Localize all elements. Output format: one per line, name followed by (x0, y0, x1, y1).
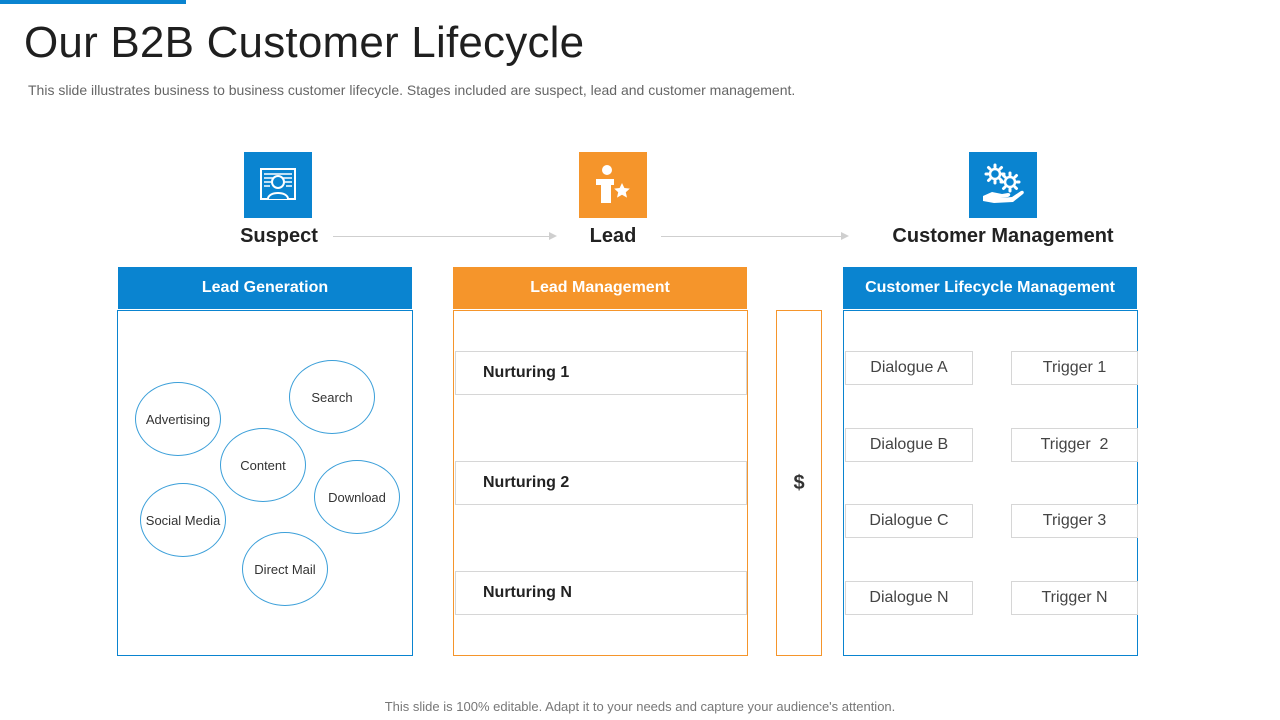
stage-label-customer-management: Customer Management (892, 225, 1114, 247)
revenue-column: $ (776, 310, 822, 656)
trigger-cell: Trigger N (1011, 581, 1138, 615)
nurturing-item: Nurturing N (455, 571, 747, 615)
person-profile-icon (244, 152, 312, 218)
bubble-content: Content (220, 428, 306, 502)
footer-note: This slide is 100% editable. Adapt it to… (384, 699, 896, 714)
nurturing-item: Nurturing 1 (455, 351, 747, 395)
trigger-cell: Trigger 1 (1011, 351, 1138, 385)
lead-management-header: Lead Management (453, 267, 747, 309)
arrow-lead-to-customer (661, 232, 849, 240)
dialogue-cell: Dialogue A (845, 351, 973, 385)
hand-gears-icon (969, 152, 1037, 218)
trigger-cell: Trigger 2 (1011, 428, 1138, 462)
stage-label-suspect: Suspect (240, 225, 318, 247)
person-star-icon (579, 152, 647, 218)
stage-label-lead: Lead (589, 225, 637, 247)
lead-generation-header: Lead Generation (118, 267, 412, 309)
nurturing-item: Nurturing 2 (455, 461, 747, 505)
customer-lifecycle-header: Customer Lifecycle Management (843, 267, 1137, 309)
bubble-search: Search (289, 360, 375, 434)
arrow-suspect-to-lead (333, 232, 557, 240)
dialogue-cell: Dialogue C (845, 504, 973, 538)
dollar-symbol: $ (793, 471, 805, 494)
dialogue-cell: Dialogue B (845, 428, 973, 462)
page-subtitle: This slide illustrates business to busin… (28, 82, 796, 98)
bubble-direct-mail: Direct Mail (242, 532, 328, 606)
dialogue-cell: Dialogue N (845, 581, 973, 615)
page-title: Our B2B Customer Lifecycle (24, 18, 585, 67)
bubble-social-media: Social Media (140, 483, 226, 557)
trigger-cell: Trigger 3 (1011, 504, 1138, 538)
accent-bar (0, 0, 186, 4)
bubble-download: Download (314, 460, 400, 534)
bubble-advertising: Advertising (135, 382, 221, 456)
